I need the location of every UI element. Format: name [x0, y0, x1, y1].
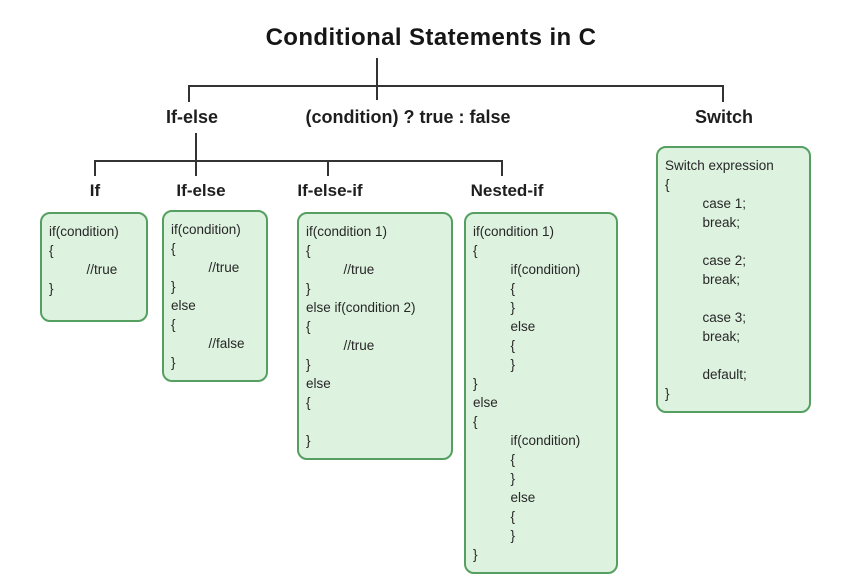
connector-level1-tick-right	[722, 85, 724, 102]
code-box-if-else-if: if(condition 1) { //true } else if(condi…	[297, 212, 453, 460]
connector-level1-bar	[188, 85, 724, 87]
connector-level2-tick-if-else	[195, 160, 197, 176]
connector-level2-tick-if	[94, 160, 96, 176]
leaf-label-if-else: If-else	[176, 181, 226, 200]
connector-level1-tick-center	[376, 85, 378, 100]
page-title: Conditional Statements in C	[265, 24, 597, 51]
leaf-label-if-else-if: If-else-if	[297, 181, 363, 200]
connector-level2-tick-if-else-if	[327, 160, 329, 176]
connector-level1-tick-left	[188, 85, 190, 102]
code-box-nested-if: if(condition 1) { if(condition) { } else…	[464, 212, 618, 574]
leaf-label-if: If	[89, 181, 101, 200]
code-box-if: if(condition) { //true }	[40, 212, 148, 322]
connector-ifelse-stem	[195, 133, 197, 161]
code-box-switch: Switch expression { case 1; break; case …	[656, 146, 811, 413]
connector-title-stem	[376, 58, 378, 86]
code-box-if-else: if(condition) { //true } else { //false …	[162, 210, 268, 382]
connector-level2-tick-nested-if	[501, 160, 503, 176]
connector-level2-bar	[94, 160, 503, 162]
leaf-label-nested-if: Nested-if	[470, 181, 544, 200]
branch-label-switch: Switch	[694, 107, 754, 127]
branch-label-if-else: If-else	[165, 107, 219, 127]
branch-label-ternary: (condition) ? true : false	[305, 107, 511, 127]
